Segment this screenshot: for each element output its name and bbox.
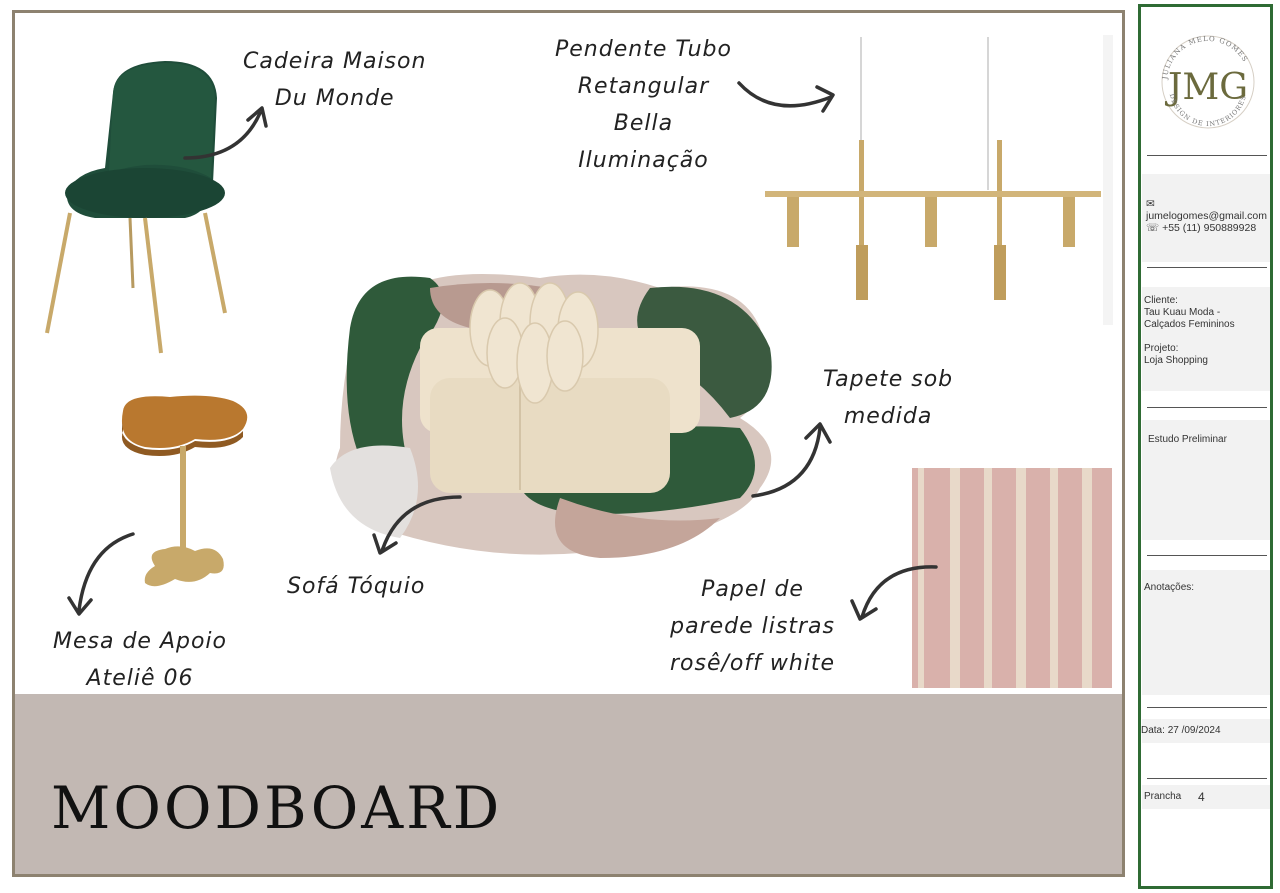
rug-label: Tapete sob medida bbox=[823, 361, 953, 435]
wallpaper-swatch bbox=[912, 468, 1112, 688]
client-value-1: Tau Kuau Moda - bbox=[1144, 307, 1221, 318]
rug-label-line-1: Tapete sob bbox=[823, 367, 954, 392]
client-block: Cliente: Tau Kuau Moda - Calçados Femini… bbox=[1142, 287, 1270, 391]
email-row: ✉ jumelogomes@gmail.com bbox=[1146, 198, 1270, 222]
phone-icon: ☏ bbox=[1146, 222, 1160, 234]
chair-label: Cadeira Maison Du Monde bbox=[243, 43, 426, 117]
project-label: Projeto: bbox=[1144, 343, 1179, 354]
rug-label-line-2: medida bbox=[843, 404, 933, 429]
notes-label: Anotações: bbox=[1144, 582, 1195, 593]
sheet-label: Prancha bbox=[1144, 791, 1182, 802]
side-table-label-line-1: Mesa de Apoio bbox=[53, 629, 227, 654]
project-value: Loja Shopping bbox=[1144, 355, 1208, 366]
sofa-label-line-1: Sofá Tóquio bbox=[287, 574, 426, 599]
email-icon: ✉ bbox=[1146, 198, 1155, 210]
phase-text: Estudo Preliminar bbox=[1148, 434, 1227, 445]
pendant-image bbox=[765, 35, 1113, 325]
pendant-arrow bbox=[737, 81, 835, 113]
wallpaper-arrow bbox=[850, 565, 938, 621]
email-text: jumelogomes@gmail.com bbox=[1146, 210, 1267, 222]
pendant-label: Pendente Tubo Retangular Bella Iluminaçã… bbox=[555, 31, 732, 179]
side-table-label: Mesa de Apoio Ateliê 06 bbox=[53, 623, 227, 697]
phone-text: +55 (11) 950889928 bbox=[1162, 222, 1257, 234]
divider bbox=[1147, 555, 1267, 556]
divider bbox=[1147, 707, 1267, 708]
chair-arrow bbox=[183, 106, 268, 160]
divider bbox=[1147, 267, 1267, 268]
pendant-label-line-1: Pendente Tubo bbox=[555, 37, 732, 62]
wallpaper-label: Papel de parede listras rosê/off white bbox=[670, 571, 835, 682]
divider bbox=[1147, 407, 1267, 408]
sheet-value: 4 bbox=[1198, 790, 1205, 804]
client-label: Cliente: bbox=[1144, 295, 1178, 306]
jmg-logo: JMG JULIANA MELO GOMES DESIGN DE INTERIO… bbox=[1161, 35, 1255, 129]
moodboard-footer: MOODBOARD bbox=[15, 694, 1122, 874]
contact-block: ✉ jumelogomes@gmail.com ☏ +55 (11) 95088… bbox=[1142, 174, 1270, 262]
title-block-sidebar: JMG JULIANA MELO GOMES DESIGN DE INTERIO… bbox=[1138, 4, 1273, 889]
chair-label-line-1: Cadeira Maison bbox=[243, 49, 427, 74]
date-label: Data: bbox=[1141, 725, 1165, 736]
date-value: 27 /09/2024 bbox=[1167, 725, 1221, 736]
wallpaper-label-line-1: Papel de bbox=[701, 577, 804, 602]
moodboard-board: Cadeira Maison Du Monde Pendente Tubo Re… bbox=[12, 10, 1125, 877]
side-table-label-line-2: Ateliê 06 bbox=[86, 666, 194, 691]
phone-row: ☏ +55 (11) 950889928 bbox=[1146, 222, 1256, 234]
sofa-arrow bbox=[372, 495, 462, 555]
logo-monogram: JMG bbox=[1164, 67, 1248, 108]
rug-sofa-image bbox=[330, 274, 772, 558]
chair-image bbox=[45, 61, 227, 354]
date-row: Data: 27 /09/2024 bbox=[1141, 725, 1221, 737]
side-table-image bbox=[121, 395, 248, 587]
side-table-arrow bbox=[67, 532, 135, 616]
phase-block: Estudo Preliminar bbox=[1142, 420, 1270, 540]
divider bbox=[1147, 778, 1267, 779]
wallpaper-label-line-3: rosê/off white bbox=[670, 651, 836, 676]
pendant-label-line-3: Bella bbox=[613, 111, 674, 136]
divider bbox=[1147, 155, 1267, 156]
wallpaper-label-line-2: parede listras bbox=[670, 614, 835, 639]
rug-arrow bbox=[751, 422, 832, 498]
pendant-label-line-4: Iluminação bbox=[578, 148, 709, 173]
notes-block: Anotações: bbox=[1142, 570, 1270, 695]
sofa-label: Sofá Tóquio bbox=[287, 568, 425, 605]
sheet-block: Prancha 4 bbox=[1142, 785, 1270, 809]
date-block: Data: 27 /09/2024 bbox=[1141, 719, 1270, 743]
moodboard-title: MOODBOARD bbox=[51, 774, 503, 842]
pendant-label-line-2: Retangular bbox=[577, 74, 710, 99]
client-value-2: Calçados Femininos bbox=[1144, 319, 1235, 330]
chair-label-line-2: Du Monde bbox=[274, 86, 395, 111]
